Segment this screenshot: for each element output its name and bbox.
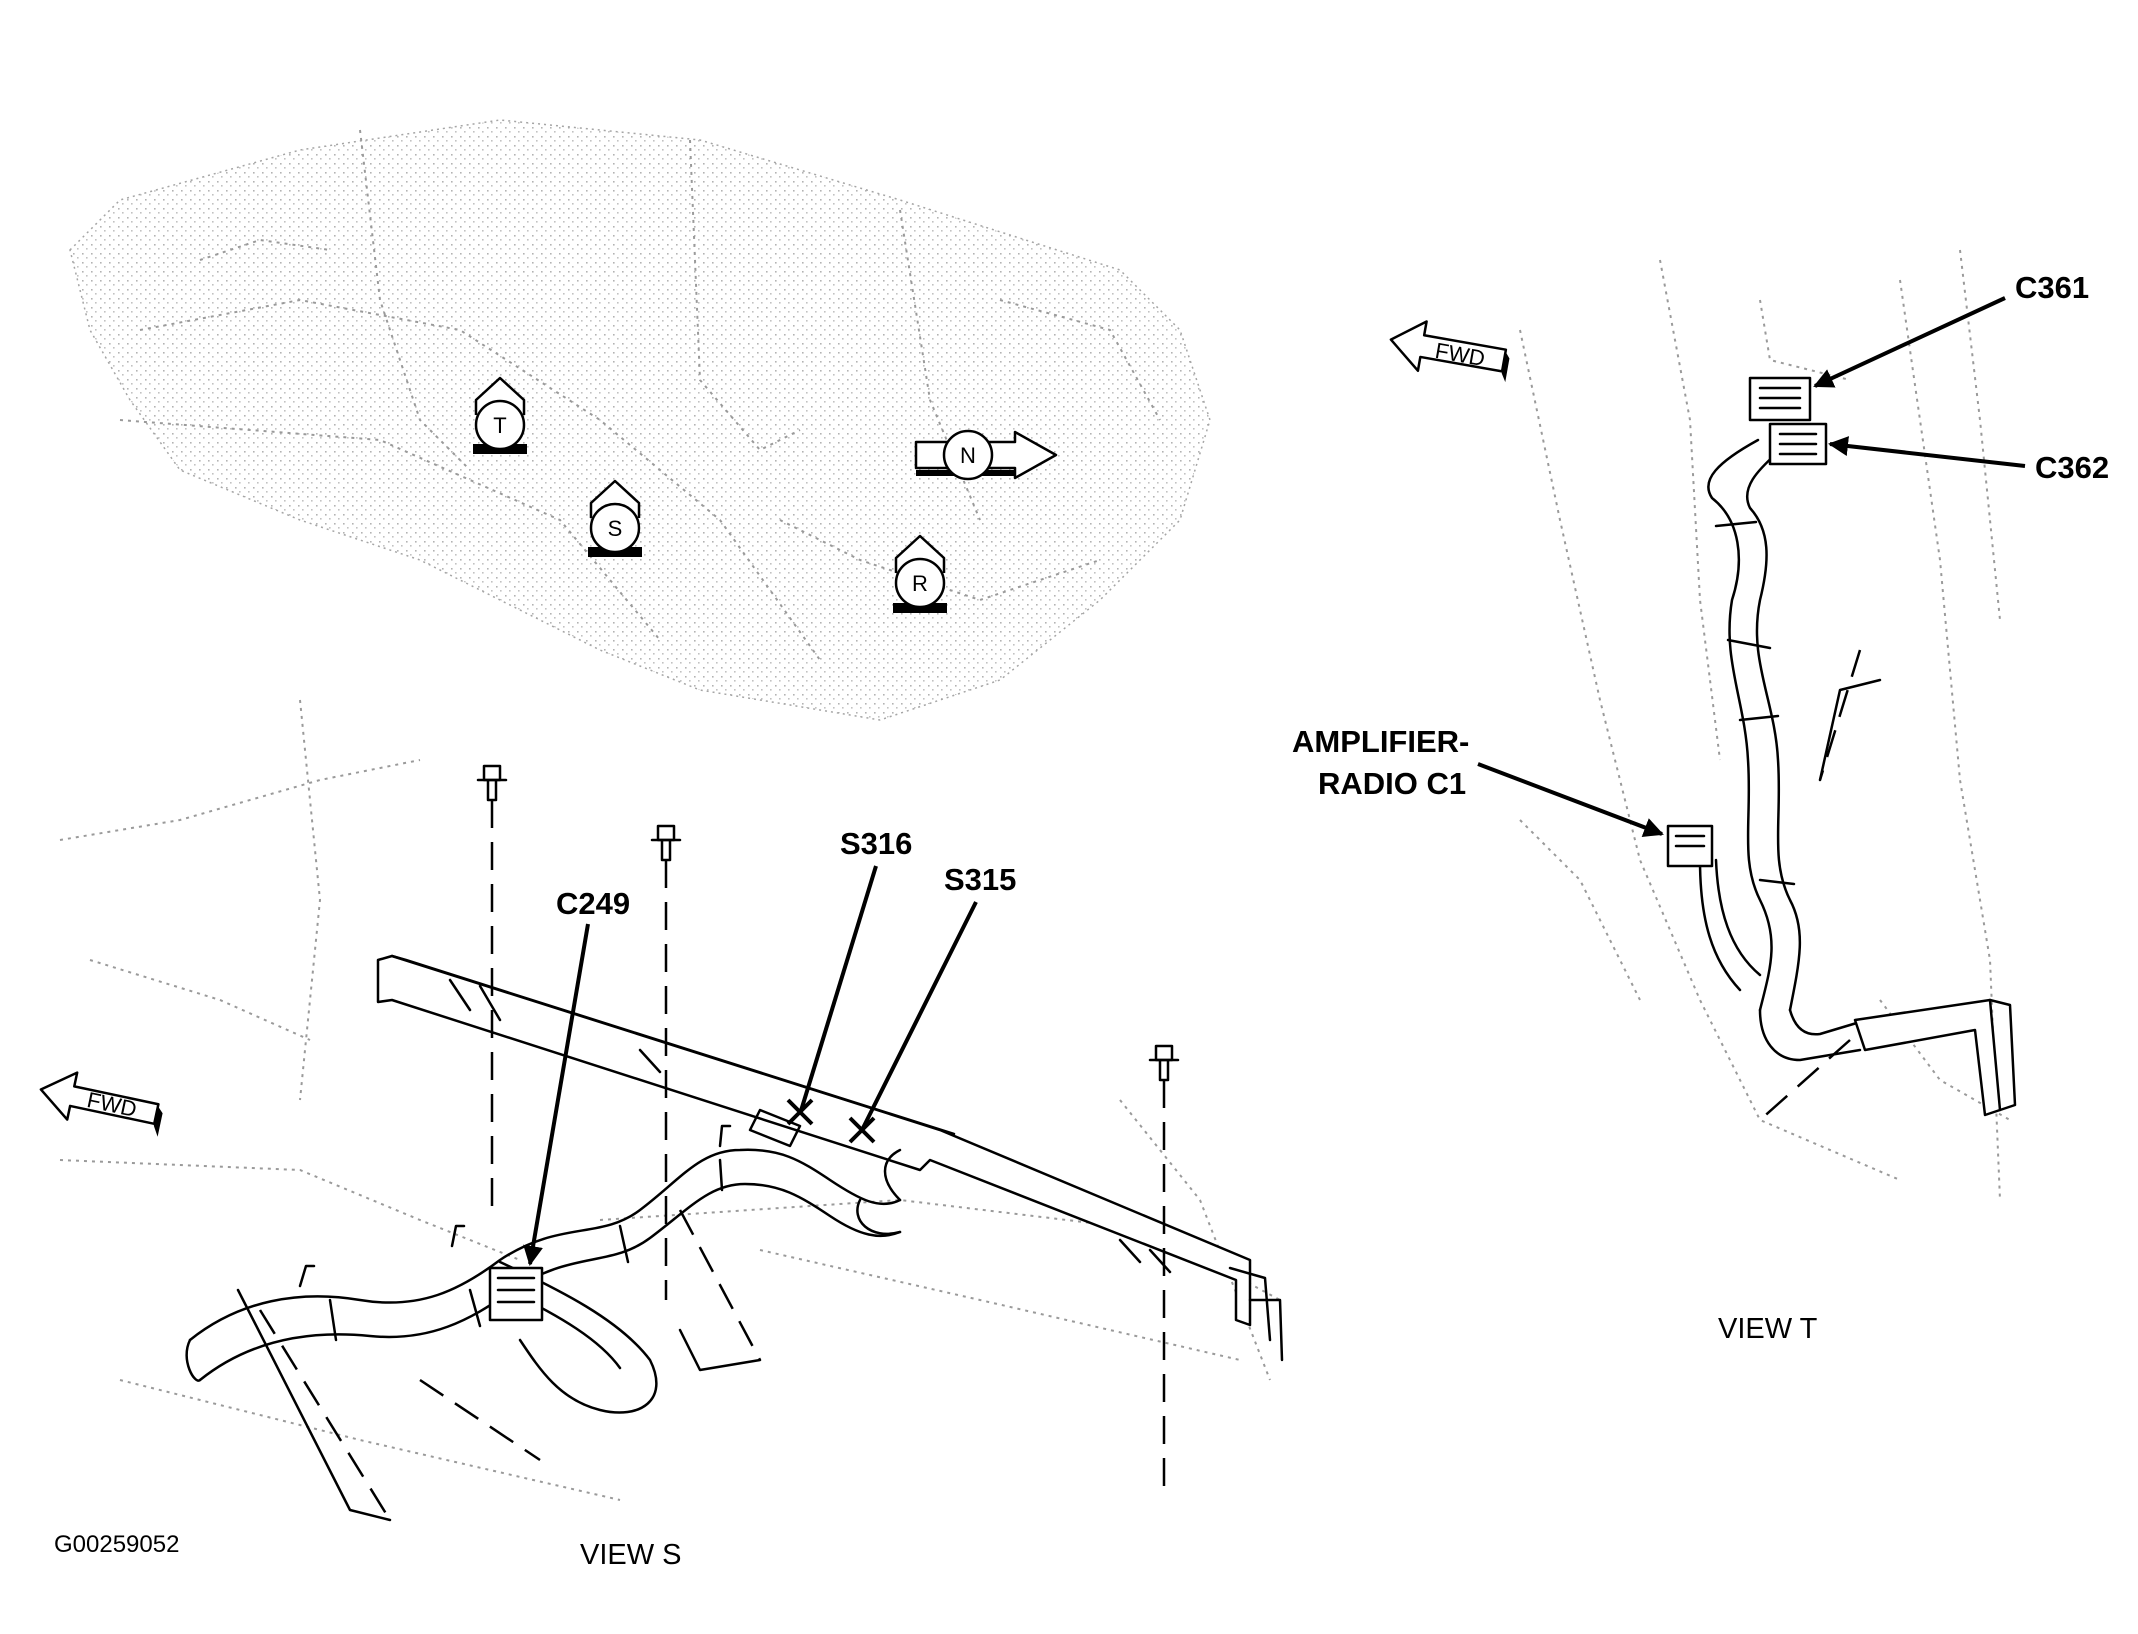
fwd-text-view-s: FWD	[85, 1087, 139, 1122]
view-marker-t: T	[473, 376, 527, 454]
view-marker-n: N	[914, 429, 1058, 481]
vehicle-overview-ghost	[69, 119, 1211, 721]
strap-1-outline	[236, 1288, 392, 1522]
view-marker-n-letter: N	[960, 443, 976, 468]
strap-2-dash	[419, 1378, 541, 1462]
strap-3-dash	[678, 1209, 762, 1361]
label-c361: C361	[2015, 270, 2089, 305]
bolt-1	[476, 764, 508, 1220]
label-c249: C249	[556, 886, 630, 921]
label-s316: S316	[840, 826, 912, 861]
view-s-harness	[185, 1124, 1284, 1414]
view-marker-r: R	[893, 534, 947, 613]
view-marker-r-letter: R	[912, 571, 928, 596]
bolt-3	[1148, 1044, 1180, 1490]
view-s-crossbar	[376, 954, 1272, 1342]
fwd-arrow-view-s: FWD	[39, 1071, 163, 1137]
bolt-2	[650, 824, 682, 1300]
splice-mark-s316	[786, 1098, 814, 1126]
view-marker-s-letter: S	[608, 516, 623, 541]
fwd-text-view-t: FWD	[1433, 338, 1487, 371]
label-c362: C362	[2035, 450, 2109, 485]
splice-mark-s315	[848, 1116, 876, 1144]
strap-3-outline	[678, 1328, 762, 1372]
view-s-ghost-structure	[59, 699, 1281, 1501]
leader-c362	[1828, 436, 2026, 468]
connector-c249	[488, 1266, 544, 1322]
leader-s315	[860, 901, 978, 1131]
view-t-harness	[1666, 376, 2017, 1121]
view-marker-t-letter: T	[493, 413, 506, 438]
caption-view-t: VIEW T	[1718, 1313, 1818, 1345]
leader-amplifier	[1477, 762, 1664, 837]
label-s315: S315	[944, 862, 1016, 897]
fwd-arrow-view-t: FWD	[1389, 320, 1510, 383]
view-marker-s: S	[588, 479, 642, 557]
leader-s316	[798, 865, 878, 1115]
label-amplifier-line2: RADIO C1	[1318, 766, 1466, 801]
figure-code: G00259052	[54, 1531, 179, 1558]
caption-view-s: VIEW S	[580, 1539, 682, 1571]
leader-c249	[523, 923, 590, 1266]
leader-c361	[1813, 296, 2006, 388]
label-amplifier-line1: AMPLIFIER-	[1292, 724, 1469, 759]
